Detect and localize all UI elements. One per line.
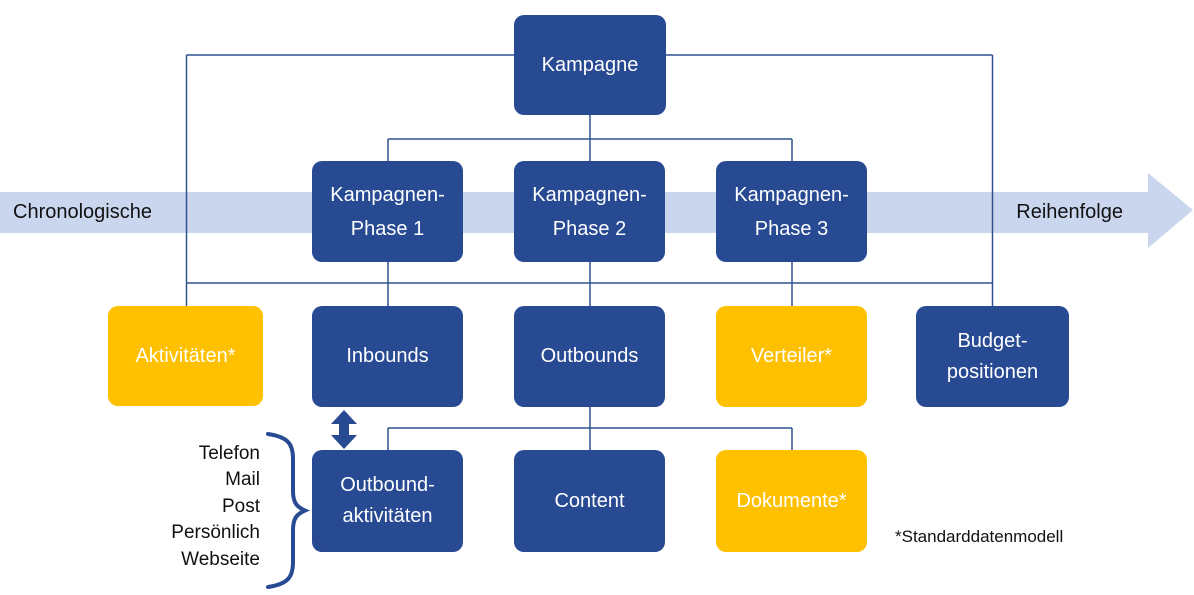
channel-item: Post [221, 495, 260, 517]
node-label: Outbound- [340, 474, 435, 496]
node-kampagnen-phase-2: Kampagnen- Phase 2 [514, 161, 665, 262]
node-label: Outbounds [540, 345, 639, 367]
timeline-label-right: Reihenfolge [1016, 201, 1123, 223]
curly-brace-icon [266, 432, 310, 589]
node-outbound-aktivitaeten: Outbound- aktivitäten [312, 450, 463, 552]
footnote-standarddatenmodell: *Standarddatenmodell [895, 527, 1064, 546]
node-kampagnen-phase-3: Kampagnen- Phase 3 [716, 161, 867, 262]
node-kampagne: Kampagne [514, 15, 666, 115]
node-label: Budget- [957, 329, 1028, 352]
double-arrow-icon [331, 410, 357, 449]
node-label: Content [554, 489, 625, 512]
node-label: Phase 2 [552, 217, 627, 240]
node-kampagnen-phase-1: Kampagnen- Phase 1 [312, 161, 463, 262]
node-label: aktivitäten [342, 505, 433, 527]
node-inbounds: Inbounds [312, 306, 463, 407]
node-label: Dokumente* [736, 489, 847, 512]
node-budgetpositionen: Budget- positionen [916, 306, 1069, 407]
node-label: Inbounds [346, 345, 429, 367]
channel-item: Telefon [198, 443, 260, 464]
node-label: Kampagne [541, 53, 639, 76]
channel-item: Persönlich [171, 522, 260, 544]
connector-lines [185, 54, 994, 450]
node-dokumente: Dokumente* [716, 450, 867, 552]
channel-item: Webseite [181, 548, 260, 570]
node-verteiler: Verteiler* [716, 306, 867, 407]
node-label: Phase 3 [754, 217, 829, 240]
node-label: positionen [946, 360, 1039, 383]
node-outbounds: Outbounds [514, 306, 665, 407]
node-label: Phase 1 [350, 217, 425, 240]
node-label: Verteiler* [750, 345, 833, 367]
node-label: Kampagnen- [532, 183, 647, 206]
channel-item: Mail [225, 469, 260, 491]
node-label: Aktivitäten* [135, 344, 236, 367]
node-content: Content [514, 450, 665, 552]
channel-list: Telefon Mail Post Persönlich Webseite [140, 441, 260, 573]
node-label: Kampagnen- [330, 183, 445, 206]
node-label: Kampagnen- [734, 183, 849, 206]
timeline-label-left: Chronologische [13, 201, 152, 223]
node-aktivitaeten: Aktivitäten* [108, 306, 263, 406]
